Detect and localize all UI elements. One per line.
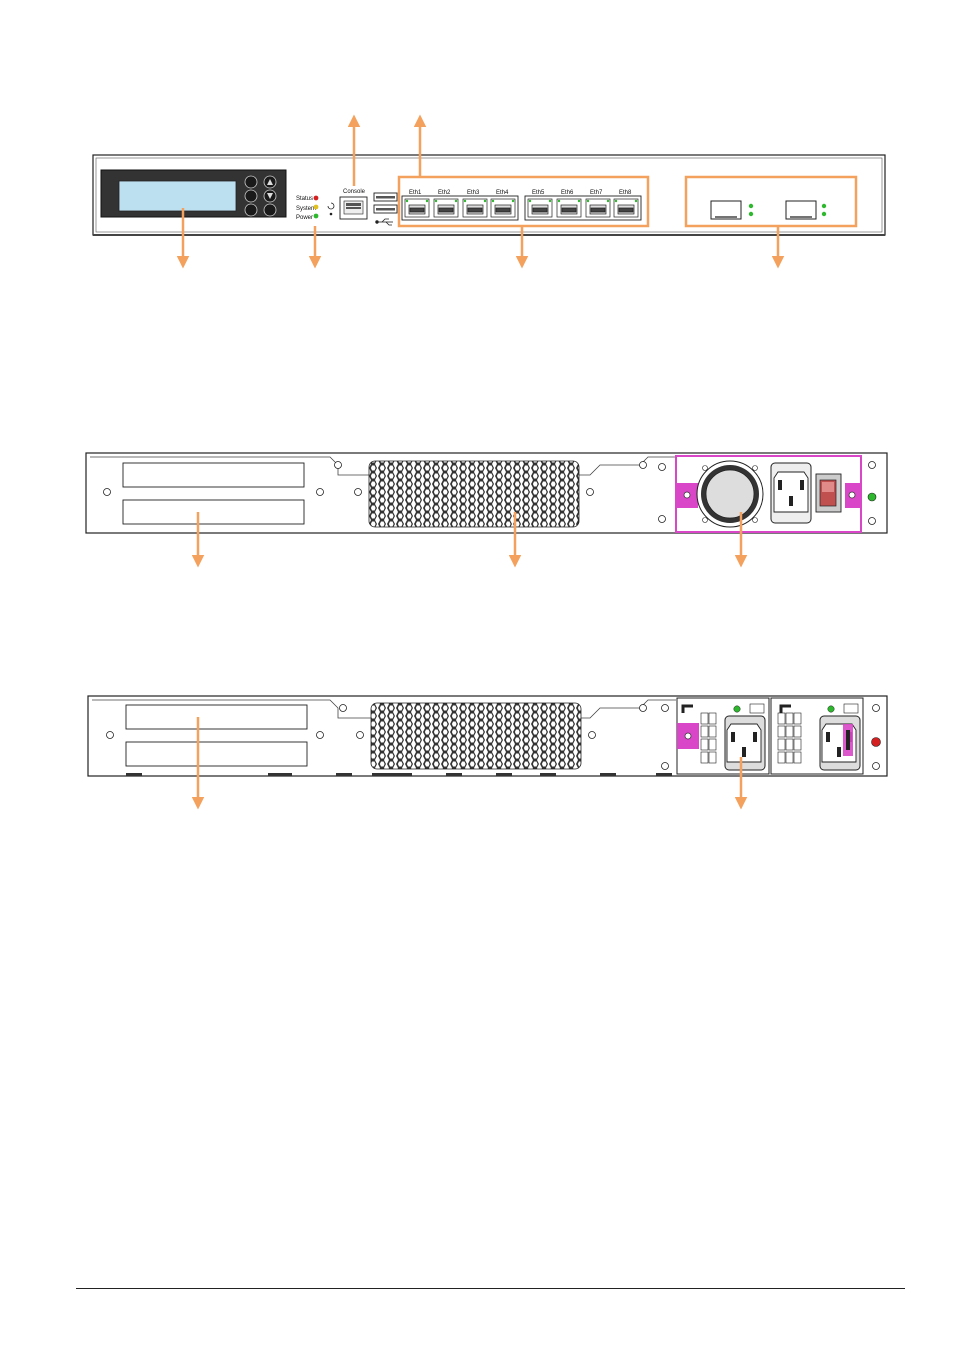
eth-label-1: Eth1 [409, 190, 422, 196]
screws [103, 461, 876, 525]
eth-ports [404, 198, 639, 218]
vent-grille [368, 460, 580, 528]
lcd-module [100, 169, 287, 218]
up-arrow-icon [267, 179, 273, 185]
eth-port-8 [613, 198, 639, 218]
eth-label-7: Eth7 [590, 190, 603, 196]
console-label: Console [343, 189, 366, 195]
psu-module-a [676, 697, 770, 775]
rear-panel-redundant-psu [87, 695, 888, 777]
sfp-port-1 [710, 200, 754, 220]
eth-port-5 [527, 198, 553, 218]
rear-panel-single-psu [85, 452, 888, 534]
front-callouts [176, 114, 858, 269]
psu-fan [696, 460, 764, 528]
usb-ports [373, 192, 398, 226]
eth-label-8: Eth8 [619, 190, 632, 196]
power-inlet [770, 462, 812, 524]
down-arrow-icon [267, 193, 273, 199]
eth-label-6: Eth6 [561, 190, 574, 196]
psu-module [675, 455, 877, 533]
eth-port-7 [585, 198, 611, 218]
bottom-feet [126, 773, 672, 776]
page-footer-rule [76, 1288, 905, 1289]
eth-port-4 [490, 198, 516, 218]
sfp-port-2 [785, 200, 827, 220]
power-led [313, 213, 319, 219]
eth-label-2: Eth2 [438, 190, 451, 196]
eth-port-1 [404, 198, 430, 218]
rear-callouts-single [191, 512, 748, 568]
lcd-screen [118, 180, 237, 212]
eth-labels: Eth1 Eth2 Eth3 Eth4 Eth5 Eth6 Eth7 Eth8 [409, 190, 632, 196]
usb-icon [375, 218, 393, 226]
sfp-ports [710, 200, 827, 220]
eth-label-3: Eth3 [467, 190, 480, 196]
led-label-power: Power [296, 215, 313, 221]
console-port [339, 196, 368, 220]
vent-grille-2 [370, 702, 582, 770]
reset-icon [327, 202, 335, 216]
eth-port-2 [433, 198, 459, 218]
rear-callouts-redundant [191, 717, 748, 810]
eth-label-4: Eth4 [496, 190, 509, 196]
system-led [313, 204, 319, 210]
status-led [313, 195, 319, 201]
front-leds: Status System Power [296, 195, 319, 221]
ground-led [867, 492, 877, 502]
eth-label-5: Eth5 [532, 190, 545, 196]
power-switch [815, 473, 842, 513]
alarm-led [871, 737, 881, 747]
eth-highlight-box [397, 175, 650, 228]
screws-2 [106, 704, 880, 770]
front-panel: Status System Power Console [92, 154, 886, 236]
expansion-slots [122, 462, 305, 525]
led-label-system: System [296, 206, 316, 212]
sfp-highlight-box [684, 175, 858, 228]
eth-port-3 [462, 198, 488, 218]
eth-port-6 [556, 198, 582, 218]
led-label-status: Status [296, 196, 313, 202]
psu-module-b [770, 697, 864, 775]
expansion-slots-2 [125, 704, 308, 767]
